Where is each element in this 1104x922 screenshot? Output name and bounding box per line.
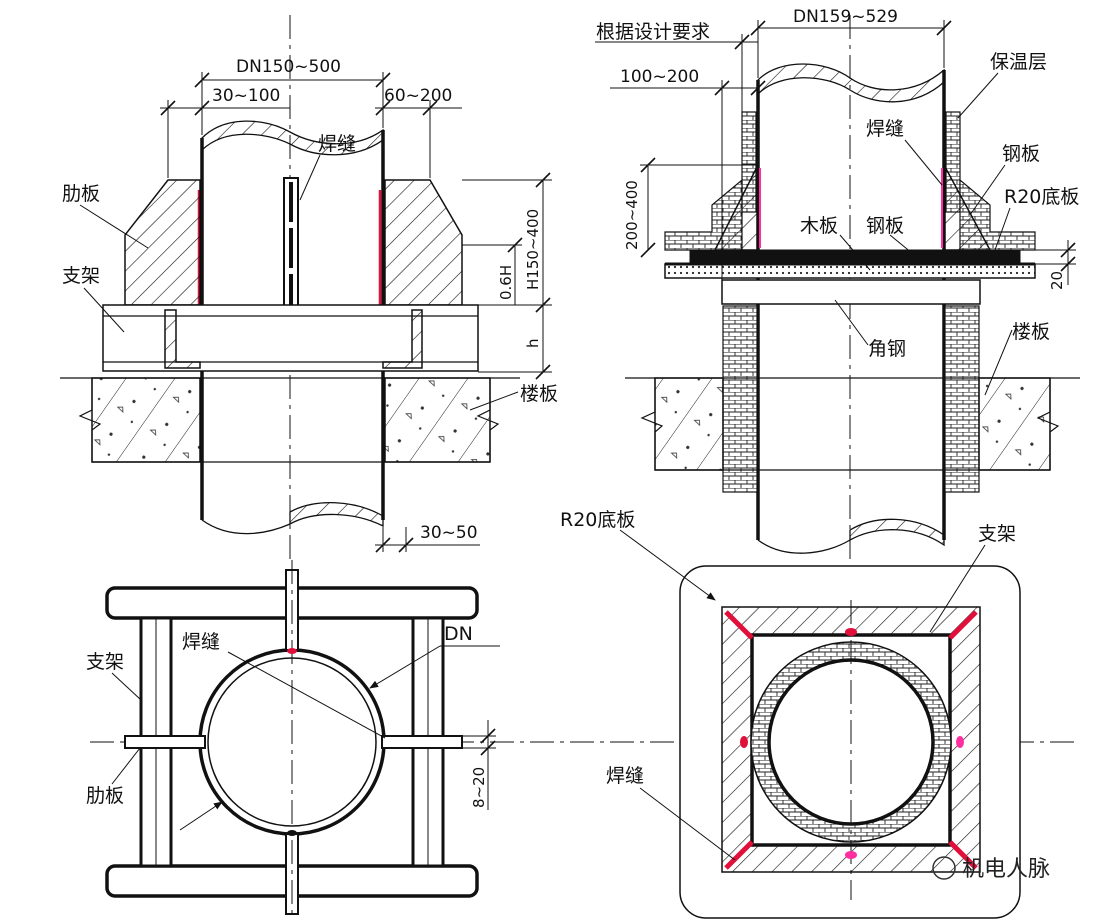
- weld-dot-plan-top: [287, 648, 297, 654]
- label-support-plan-right: 支架: [978, 523, 1016, 545]
- label-wood-board: 木板: [800, 215, 838, 237]
- weld-corner-tl: [724, 610, 754, 640]
- label-weld-top-right: 焊缝: [866, 118, 904, 140]
- dim-dn-right: DN159~529: [793, 7, 898, 27]
- label-r20-base-top: R20底板: [1004, 186, 1079, 208]
- dim-200-400: 200~400: [623, 180, 641, 250]
- rib-plate-plan-left: [124, 735, 206, 749]
- label-support-top: 支架: [62, 265, 100, 287]
- label-weld-plan-left: 焊缝: [182, 631, 220, 653]
- rib-plate-plan-right: [381, 735, 463, 749]
- angle-steel-left: [164, 309, 201, 369]
- dim-60-200: 60~200: [384, 86, 452, 106]
- watermark: 机电人脉: [962, 857, 1050, 882]
- label-steel-plate-a: 钢板: [1002, 143, 1040, 165]
- label-design-req: 根据设计要求: [596, 21, 710, 43]
- floor-slab-left-b: [384, 377, 491, 463]
- brick-flange-left: [664, 178, 743, 251]
- label-support-plan: 支架: [86, 651, 124, 673]
- label-weld-top-left: 焊缝: [318, 133, 356, 155]
- floor-slab-right-a: [654, 377, 724, 471]
- angle-steel-right: [382, 309, 423, 369]
- dim-20: 20: [1048, 271, 1066, 290]
- label-dn: DN: [444, 623, 473, 645]
- weld-corner-br: [948, 840, 978, 870]
- elevation-right: DN159~529 根据设计要求 100~200 200~400 20 保温层 …: [595, 7, 1080, 560]
- dim-h: h: [524, 338, 542, 348]
- label-r20-base-plan: R20底板: [560, 509, 635, 531]
- insulation-bottom-right: [944, 305, 980, 493]
- dim-h150-400: H150~400: [524, 209, 542, 290]
- dim-30-100: 30~100: [212, 86, 280, 106]
- floor-slab-left-a: [91, 377, 201, 463]
- label-steel-plate-b: 钢板: [866, 215, 904, 237]
- pipe-break-top-right: [757, 63, 945, 103]
- dim-06h: 0.6H: [497, 265, 515, 300]
- plan-right: R20底板 支架 焊缝 机电人脉: [560, 509, 1050, 919]
- plan-left: 8~20 焊缝 DN 支架 肋板: [86, 560, 1080, 920]
- pipe-break-bottom-left: [289, 501, 384, 528]
- pipe-break-bottom-right: [849, 518, 945, 547]
- insulation-bottom-left: [722, 305, 758, 493]
- label-angle-steel: 角钢: [868, 338, 906, 360]
- weld-corner-bl: [724, 840, 754, 870]
- dim-dn-left: DN150~500: [236, 57, 341, 77]
- label-insulation: 保温层: [990, 51, 1047, 73]
- wood-board: [664, 263, 1036, 279]
- label-floor-top-left: 楼板: [520, 383, 558, 405]
- wechat-icon: [932, 856, 956, 880]
- floor-slab-right-b: [978, 377, 1051, 471]
- dim-100-200: 100~200: [620, 67, 699, 87]
- rib-plate-right: [384, 179, 463, 306]
- elevation-left: DN150~500 30~100 60~200 H150~400 0.6H h …: [60, 15, 558, 560]
- dim-8-20: 8~20: [470, 767, 488, 808]
- rib-plate-left: [124, 179, 201, 306]
- label-rib-plate-top: 肋板: [62, 183, 100, 205]
- weld-corner-tr: [948, 610, 978, 640]
- dim-30-50: 30~50: [420, 523, 478, 543]
- label-rib-plate-plan: 肋板: [86, 785, 124, 807]
- label-floor-top-right: 楼板: [1012, 321, 1050, 343]
- label-weld-plan-right: 焊缝: [606, 765, 644, 787]
- angle-steel-bar: [721, 279, 981, 305]
